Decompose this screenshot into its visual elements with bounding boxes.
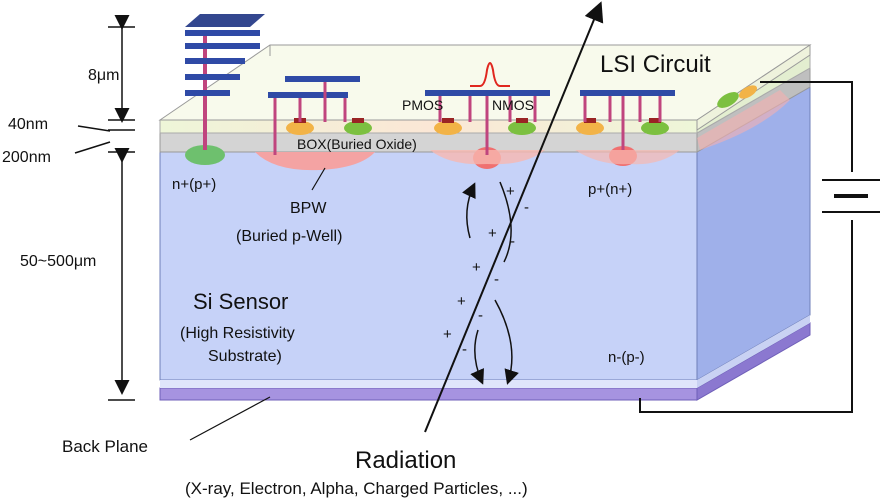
bpw-label: BPW	[290, 200, 327, 217]
substrate-label-2: Substrate)	[208, 348, 282, 365]
charge-pairs: + - + - + - + - + -	[443, 183, 529, 358]
back-plane-strip	[159, 387, 698, 401]
electron-charge: -	[478, 307, 483, 324]
bias-circuit	[639, 81, 880, 413]
electron-charge: -	[462, 341, 467, 358]
radiation-track	[424, 1, 604, 433]
metal-stack-center	[425, 62, 550, 155]
hole-charge: +	[443, 326, 452, 343]
hole-charge: +	[457, 293, 466, 310]
dimension-markers	[74, 15, 135, 401]
metal-stack-left	[185, 14, 265, 150]
n-minus-label: n-(p-)	[608, 349, 645, 366]
electron-charge: -	[524, 199, 529, 216]
n-plus-label: n+(p+)	[172, 176, 216, 193]
signal-pulse-icon	[470, 62, 510, 87]
substrate-label-1: (High Resistivity	[180, 325, 295, 342]
implants	[185, 90, 790, 171]
lsi-circuit-label: LSI Circuit	[600, 51, 711, 78]
leader-lines	[189, 167, 326, 441]
nmos-label: NMOS	[492, 97, 534, 113]
electron-charge: -	[510, 233, 515, 250]
si-sensor-label: Si Sensor	[193, 289, 288, 314]
box-dimension: 200nm	[2, 149, 51, 166]
charge-drift-arrows	[462, 181, 519, 385]
metal-layers-dimension: 8μm	[88, 67, 119, 84]
sensor-thickness-dimension: 50~500μm	[20, 253, 96, 270]
pmos-label: PMOS	[402, 97, 443, 113]
lsi-circuit-slab	[158, 44, 812, 131]
transistors	[286, 85, 758, 135]
back-plane-label: Back Plane	[62, 437, 148, 456]
hole-charge: +	[506, 183, 515, 200]
radiation-types-label: (X-ray, Electron, Alpha, Charged Particl…	[185, 479, 528, 498]
hole-charge: +	[472, 259, 481, 276]
soi-dimension: 40nm	[8, 116, 48, 133]
hole-charge: +	[488, 225, 497, 242]
electron-charge: -	[494, 271, 499, 288]
metal-stack-right	[580, 90, 675, 150]
radiation-label: Radiation	[355, 447, 456, 474]
sensor-body	[159, 86, 811, 401]
p-plus-label: p+(n+)	[588, 181, 632, 198]
bpw-sublabel: (Buried p-Well)	[236, 228, 342, 245]
metal-stack-1	[268, 76, 360, 155]
box-label: BOX(Buried Oxide)	[297, 136, 417, 152]
